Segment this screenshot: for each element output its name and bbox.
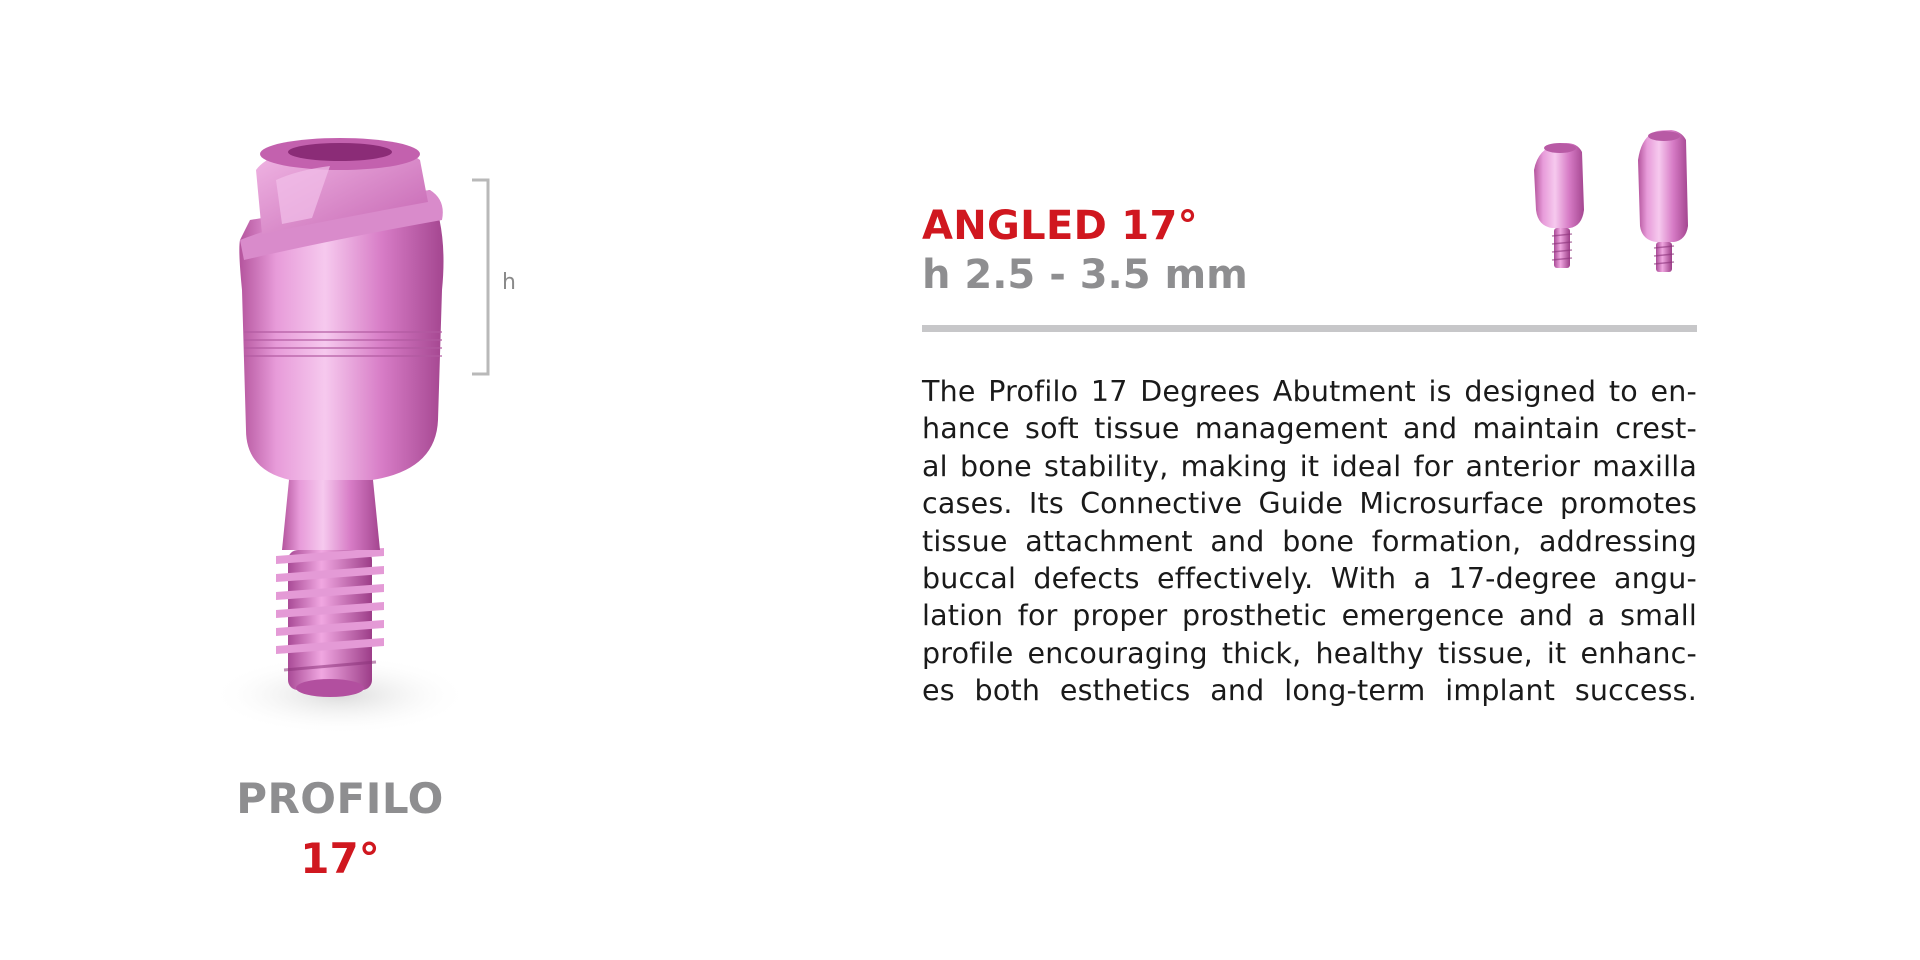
abutment-short-icon	[1534, 143, 1584, 268]
abutment-tall-icon	[1638, 130, 1688, 272]
description-line: es both esthetics and long-term implant …	[922, 674, 1697, 708]
angled-abutment-icon	[210, 138, 470, 735]
description-line: The Profilo 17 Degrees Abutment is desig…	[922, 375, 1697, 408]
description-line: buccal defects effectively. With a 17-de…	[922, 562, 1697, 596]
product-description: The Profilo 17 Degrees Abutment is desig…	[922, 373, 1697, 710]
height-dimension-bracket	[472, 178, 490, 376]
description-line: lation for proper prosthetic emergence a…	[922, 599, 1697, 633]
product-caption-name: PROFILO	[236, 774, 444, 823]
spec-title: ANGLED 17°	[922, 203, 1198, 249]
product-caption-angle: 17°	[300, 834, 380, 883]
description-line: hance soft tissue management and maintai…	[922, 412, 1697, 446]
description-line: tissue attachment and bone formation, ad…	[922, 524, 1697, 558]
height-range: h 2.5 - 3.5 mm	[922, 252, 1248, 298]
section-divider	[922, 325, 1697, 332]
height-label: h	[502, 270, 516, 295]
description-line: profile encouraging thick, healthy tissu…	[922, 636, 1697, 670]
variant-thumbnails	[1534, 130, 1688, 272]
description-line: al bone stability, making it ideal for a…	[922, 449, 1697, 483]
description-line: cases. Its Connective Guide Microsurface…	[922, 487, 1697, 521]
